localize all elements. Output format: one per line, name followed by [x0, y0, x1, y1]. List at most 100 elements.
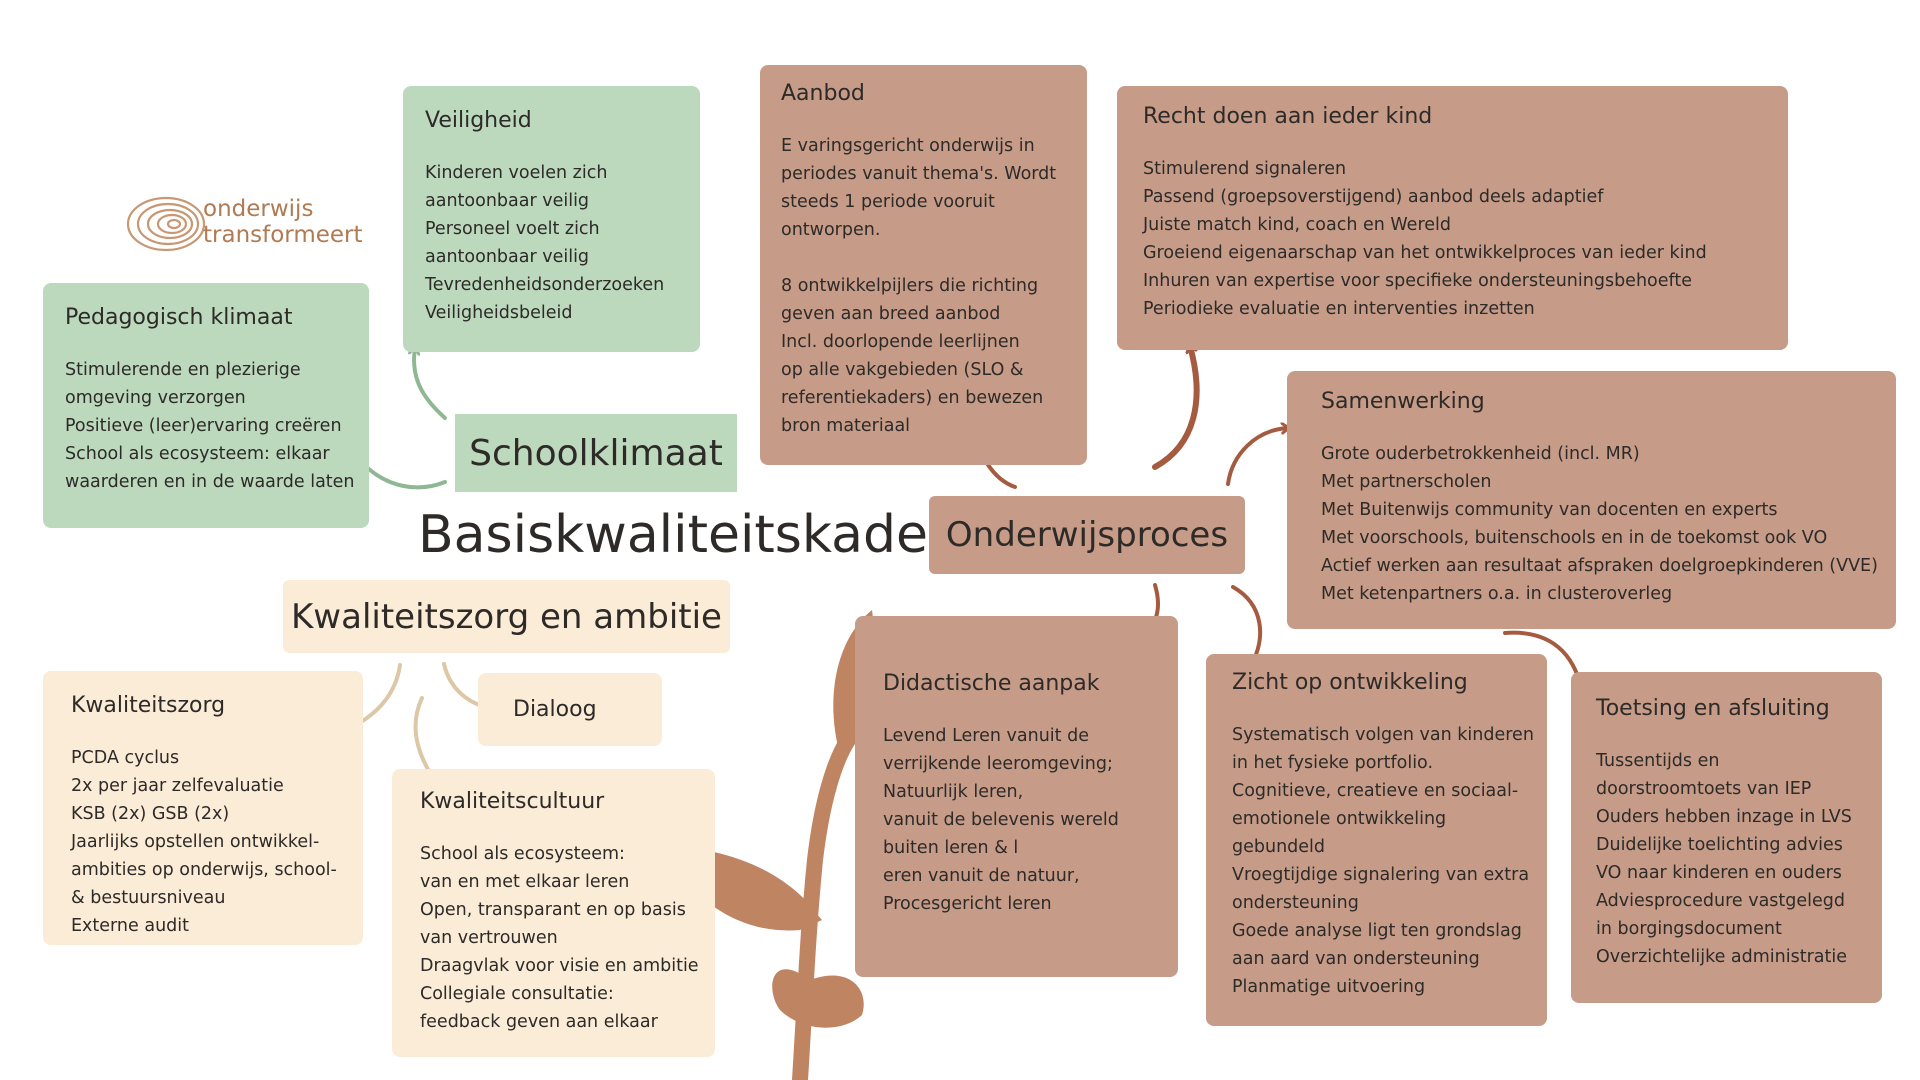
- hub-schoolklimaat: Schoolklimaat: [455, 414, 737, 492]
- box-lines: Tussentijds en doorstroomtoets van IEP Oud…: [1596, 747, 1857, 971]
- box-title: Samenwerking: [1321, 389, 1485, 414]
- box-line: Kinderen voelen zich: [425, 163, 608, 183]
- box-line: in borgingsdocument: [1596, 919, 1782, 939]
- box-line: op alle vakgebieden (SLO &: [781, 360, 1024, 380]
- box-line: PCDA cyclus: [71, 748, 180, 768]
- box-line: gebundeld: [1232, 837, 1326, 857]
- box-line: Tussentijds en: [1596, 751, 1720, 771]
- box-line: School als ecosysteem: elkaar: [65, 444, 330, 464]
- box-line: bron materiaal: [781, 416, 911, 436]
- box-kwaliteitszorg: Kwaliteitszorg PCDA cyclus 2x per jaar ze…: [43, 671, 363, 945]
- box-line: ontworpen.: [781, 220, 881, 240]
- box-line: Open, transparant en op basis: [420, 900, 686, 920]
- box-line: Periodieke evaluatie en interventies inz…: [1143, 299, 1535, 319]
- logo-mark-icon: [126, 196, 206, 252]
- box-line: School als ecosysteem:: [420, 844, 625, 864]
- box-line: Planmatige uitvoering: [1232, 977, 1426, 997]
- box-line: Passend (groepsoverstijgend) aanbod deel…: [1143, 187, 1604, 207]
- box-line: van vertrouwen: [420, 928, 558, 948]
- box-line: 8 ontwikkelpijlers die richting: [781, 276, 1039, 296]
- box-line: Jaarlijks opstellen ontwikkel-: [71, 832, 320, 852]
- box-line: Stimulerend signaleren: [1143, 159, 1347, 179]
- box-title: Kwaliteitszorg: [71, 693, 226, 718]
- box-line: Incl. doorlopende leerlijnen: [781, 332, 1020, 352]
- box-line: Stimulerende en plezierige: [65, 360, 301, 380]
- box-line: steeds 1 periode vooruit: [781, 192, 995, 212]
- logo: onderwijs transformeert: [203, 196, 363, 248]
- box-line: ambities op onderwijs, school-: [71, 860, 337, 880]
- box-line: omgeving verzorgen: [65, 388, 246, 408]
- box-line: [781, 244, 1066, 272]
- box-lines: E varingsgericht onderwijs in periodes va…: [781, 132, 1066, 440]
- box-title: Veiligheid: [425, 108, 532, 133]
- hub-onderwijsproces-label: Onderwijsproces: [945, 515, 1229, 555]
- box-line: Tevredenheidsonderzoeken: [425, 275, 665, 295]
- box-line: Draagvlak voor visie en ambitie: [420, 956, 699, 976]
- box-line: Adviesprocedure vastgelegd: [1596, 891, 1846, 911]
- box-title: Zicht op ontwikkeling: [1232, 670, 1468, 695]
- box-line: Goede analyse ligt ten grondslag: [1232, 921, 1522, 941]
- arrow-op-recht: [1152, 346, 1200, 470]
- box-line: periodes vanuit thema's. Wordt: [781, 164, 1057, 184]
- box-line: geven aan breed aanbod: [781, 304, 1001, 324]
- box-line: van en met elkaar leren: [420, 872, 630, 892]
- box-lines: Stimulerende en plezierige omgeving verzo…: [65, 356, 355, 496]
- box-line: Cognitieve, creatieve en sociaal-: [1232, 781, 1519, 801]
- box-line: feedback geven aan elkaar: [420, 1012, 658, 1032]
- box-line: Duidelijke toelichting advies: [1596, 835, 1843, 855]
- box-samenwerking: Samenwerking Grote ouderbetrokkenheid (i…: [1287, 371, 1896, 629]
- box-line: Grote ouderbetrokkenheid (incl. MR): [1321, 444, 1640, 464]
- box-line: Procesgericht leren: [883, 894, 1052, 914]
- box-veiligheid: Veiligheid Kinderen voelen zich aantoonba…: [403, 86, 700, 352]
- box-line: Veiligheidsbeleid: [425, 303, 573, 323]
- box-line: 2x per jaar zelfevaluatie: [71, 776, 284, 796]
- box-line: Ouders hebben inzage in LVS: [1596, 807, 1852, 827]
- box-line: Overzichtelijke administratie: [1596, 947, 1847, 967]
- box-line: Inhuren van expertise voor specifieke on…: [1143, 271, 1692, 291]
- box-line: VO naar kinderen en ouders: [1596, 863, 1842, 883]
- box-title: Kwaliteitscultuur: [420, 789, 605, 814]
- arrow-schoolklimaat-pedagogisch: [358, 458, 447, 490]
- arrow-schoolklimaat-veiligheid: [414, 348, 447, 420]
- box-title: Recht doen aan ieder kind: [1143, 104, 1433, 129]
- box-line: Positieve (leer)ervaring creëren: [65, 416, 342, 436]
- box-line: Groeiend eigenaarschap van het ontwikkel…: [1143, 243, 1707, 263]
- box-line: buiten leren & l: [883, 838, 1019, 858]
- box-lines: School als ecosysteem: van en met elkaar …: [420, 840, 699, 1036]
- box-title: Didactische aanpak: [883, 671, 1100, 696]
- box-lines: Systematisch volgen van kinderen in het f…: [1232, 721, 1534, 1001]
- box-line: aantoonbaar veilig: [425, 247, 590, 267]
- box-line: aan aard van ondersteuning: [1232, 949, 1480, 969]
- logo-line-2: transformeert: [203, 222, 363, 248]
- box-line: doorstroomtoets van IEP: [1596, 779, 1812, 799]
- box-line: KSB (2x) GSB (2x): [71, 804, 230, 824]
- box-line: verrijkende leeromgeving;: [883, 754, 1113, 774]
- box-line: in het fysieke portfolio.: [1232, 753, 1434, 773]
- box-line: ondersteuning: [1232, 893, 1359, 913]
- hub-kwaliteitszorg-label: Kwaliteitszorg en ambitie: [291, 596, 722, 637]
- box-line: Vroegtijdige signalering van extra: [1232, 865, 1530, 885]
- box-line: E varingsgericht onderwijs in: [781, 136, 1035, 156]
- box-title: Pedagogisch klimaat: [65, 305, 293, 330]
- box-title: Toetsing en afsluiting: [1596, 696, 1830, 721]
- hub-kwaliteitszorg: Kwaliteitszorg en ambitie: [283, 580, 730, 653]
- box-lines: Grote ouderbetrokkenheid (incl. MR)Met p…: [1321, 440, 1878, 608]
- box-line: waarderen en in de waarde laten: [65, 472, 355, 492]
- box-line: Juiste match kind, coach en Wereld: [1143, 215, 1451, 235]
- box-line: Met ketenpartners o.a. in clusteroverleg: [1321, 584, 1673, 604]
- box-title: Dialoog: [513, 697, 597, 722]
- box-line: Natuurlijk leren,: [883, 782, 1024, 802]
- box-pedagogisch-klimaat: Pedagogisch klimaat Stimulerende en plez…: [43, 283, 369, 528]
- box-line: Systematisch volgen van kinderen: [1232, 725, 1534, 745]
- main-title: Basiskwaliteitskader: [418, 505, 950, 565]
- hub-onderwijsproces: Onderwijsproces: [929, 496, 1245, 574]
- box-line: aantoonbaar veilig: [425, 191, 590, 211]
- box-line: referentiekaders) en bewezen: [781, 388, 1044, 408]
- arrow-op-samenwerking: [1226, 428, 1288, 486]
- logo-line-1: onderwijs: [203, 196, 314, 222]
